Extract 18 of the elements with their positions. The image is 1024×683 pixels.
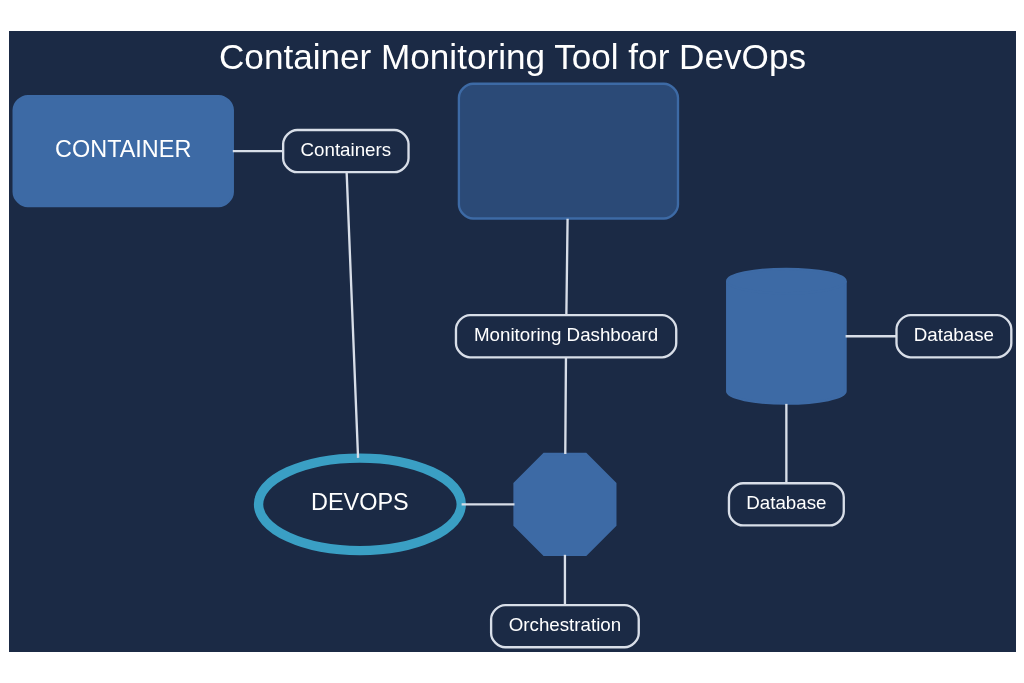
node-ellipse: DEVOPS bbox=[253, 453, 466, 556]
node-box: CONTAINER bbox=[12, 94, 234, 208]
connector bbox=[563, 554, 566, 606]
connector bbox=[564, 218, 569, 316]
diagram-title: Container Monitoring Tool for DevOps bbox=[218, 36, 806, 76]
node-box: Database bbox=[894, 313, 1012, 359]
connector bbox=[563, 357, 567, 454]
node-box: Database bbox=[727, 482, 845, 527]
node-gear bbox=[512, 452, 616, 556]
node-box: Containers bbox=[281, 128, 410, 174]
connector bbox=[784, 403, 788, 484]
connector bbox=[845, 335, 896, 338]
connector bbox=[232, 149, 283, 153]
node-box: Monitoring Dashboard bbox=[454, 313, 677, 359]
connector bbox=[345, 172, 359, 458]
connector bbox=[461, 503, 514, 506]
node-box bbox=[457, 82, 679, 220]
node-box: Orchestration bbox=[489, 603, 640, 649]
